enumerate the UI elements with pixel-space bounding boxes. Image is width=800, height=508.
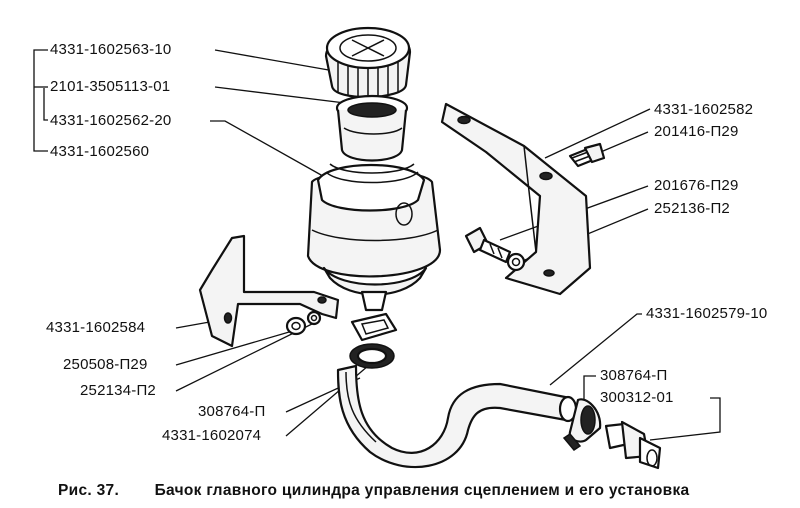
- label-cap: 4331-1602563-10: [50, 41, 172, 58]
- right-mounting-bracket: [440, 102, 592, 296]
- hose-clamp-right: [562, 398, 602, 451]
- reservoir-cap: [324, 26, 412, 99]
- label-tank: 4331-1602560: [50, 143, 150, 160]
- label-nut-left: 250508-П29: [63, 356, 148, 373]
- label-clamp-right: 308764-П: [600, 367, 668, 384]
- leader-bracket-tank: [33, 49, 48, 152]
- connecting-hose: [336, 364, 578, 469]
- leader-seal: [210, 120, 331, 181]
- reservoir-tank: [306, 163, 442, 312]
- label-seal: 4331-1602562-20: [50, 112, 172, 129]
- label-bracket-right: 4331-1602582: [654, 101, 754, 118]
- label-filter: 2101-3505113-01: [50, 78, 171, 95]
- leader-bracket-inner: [43, 88, 48, 121]
- figure-caption: Рис. 37. Бачок главного цилиндра управле…: [58, 482, 689, 500]
- hose-clamp-left: [349, 343, 395, 369]
- label-hose: 4331-1602579-10: [646, 305, 768, 322]
- label-washer-left: 252134-П2: [80, 382, 156, 399]
- label-bolt-top: 201416-П29: [654, 123, 739, 140]
- figure-number: Рис. 37.: [58, 482, 120, 499]
- label-fitting: 300312-01: [600, 389, 674, 406]
- sealing-ring: [350, 312, 398, 342]
- leader-hose: [549, 313, 642, 386]
- label-washer-mid: 252136-П2: [654, 200, 730, 217]
- left-mounting-bracket: [198, 234, 340, 348]
- leader-cap: [214, 49, 341, 73]
- leader-bracket-right: [544, 108, 651, 159]
- nut-washer-left: [285, 310, 322, 336]
- label-ring: 4331-1602074: [162, 427, 262, 444]
- leader-ring: [285, 359, 376, 437]
- leader-nut-left: [175, 329, 297, 366]
- leader-fitting: [649, 397, 721, 441]
- label-bracket-left: 4331-1602584: [46, 319, 146, 336]
- leader-bolt-top: [595, 131, 649, 155]
- figure-title: Бачок главного цилиндра управления сцепл…: [154, 482, 690, 499]
- label-clamp-left: 308764-П: [198, 403, 266, 420]
- bolt-top-right: [568, 142, 606, 168]
- hose-fitting: [604, 420, 662, 470]
- bolt-mid-right: [464, 226, 526, 272]
- leader-filter: [214, 86, 346, 104]
- label-bolt-mid: 201676-П29: [654, 177, 739, 194]
- strainer-filter: [335, 94, 409, 162]
